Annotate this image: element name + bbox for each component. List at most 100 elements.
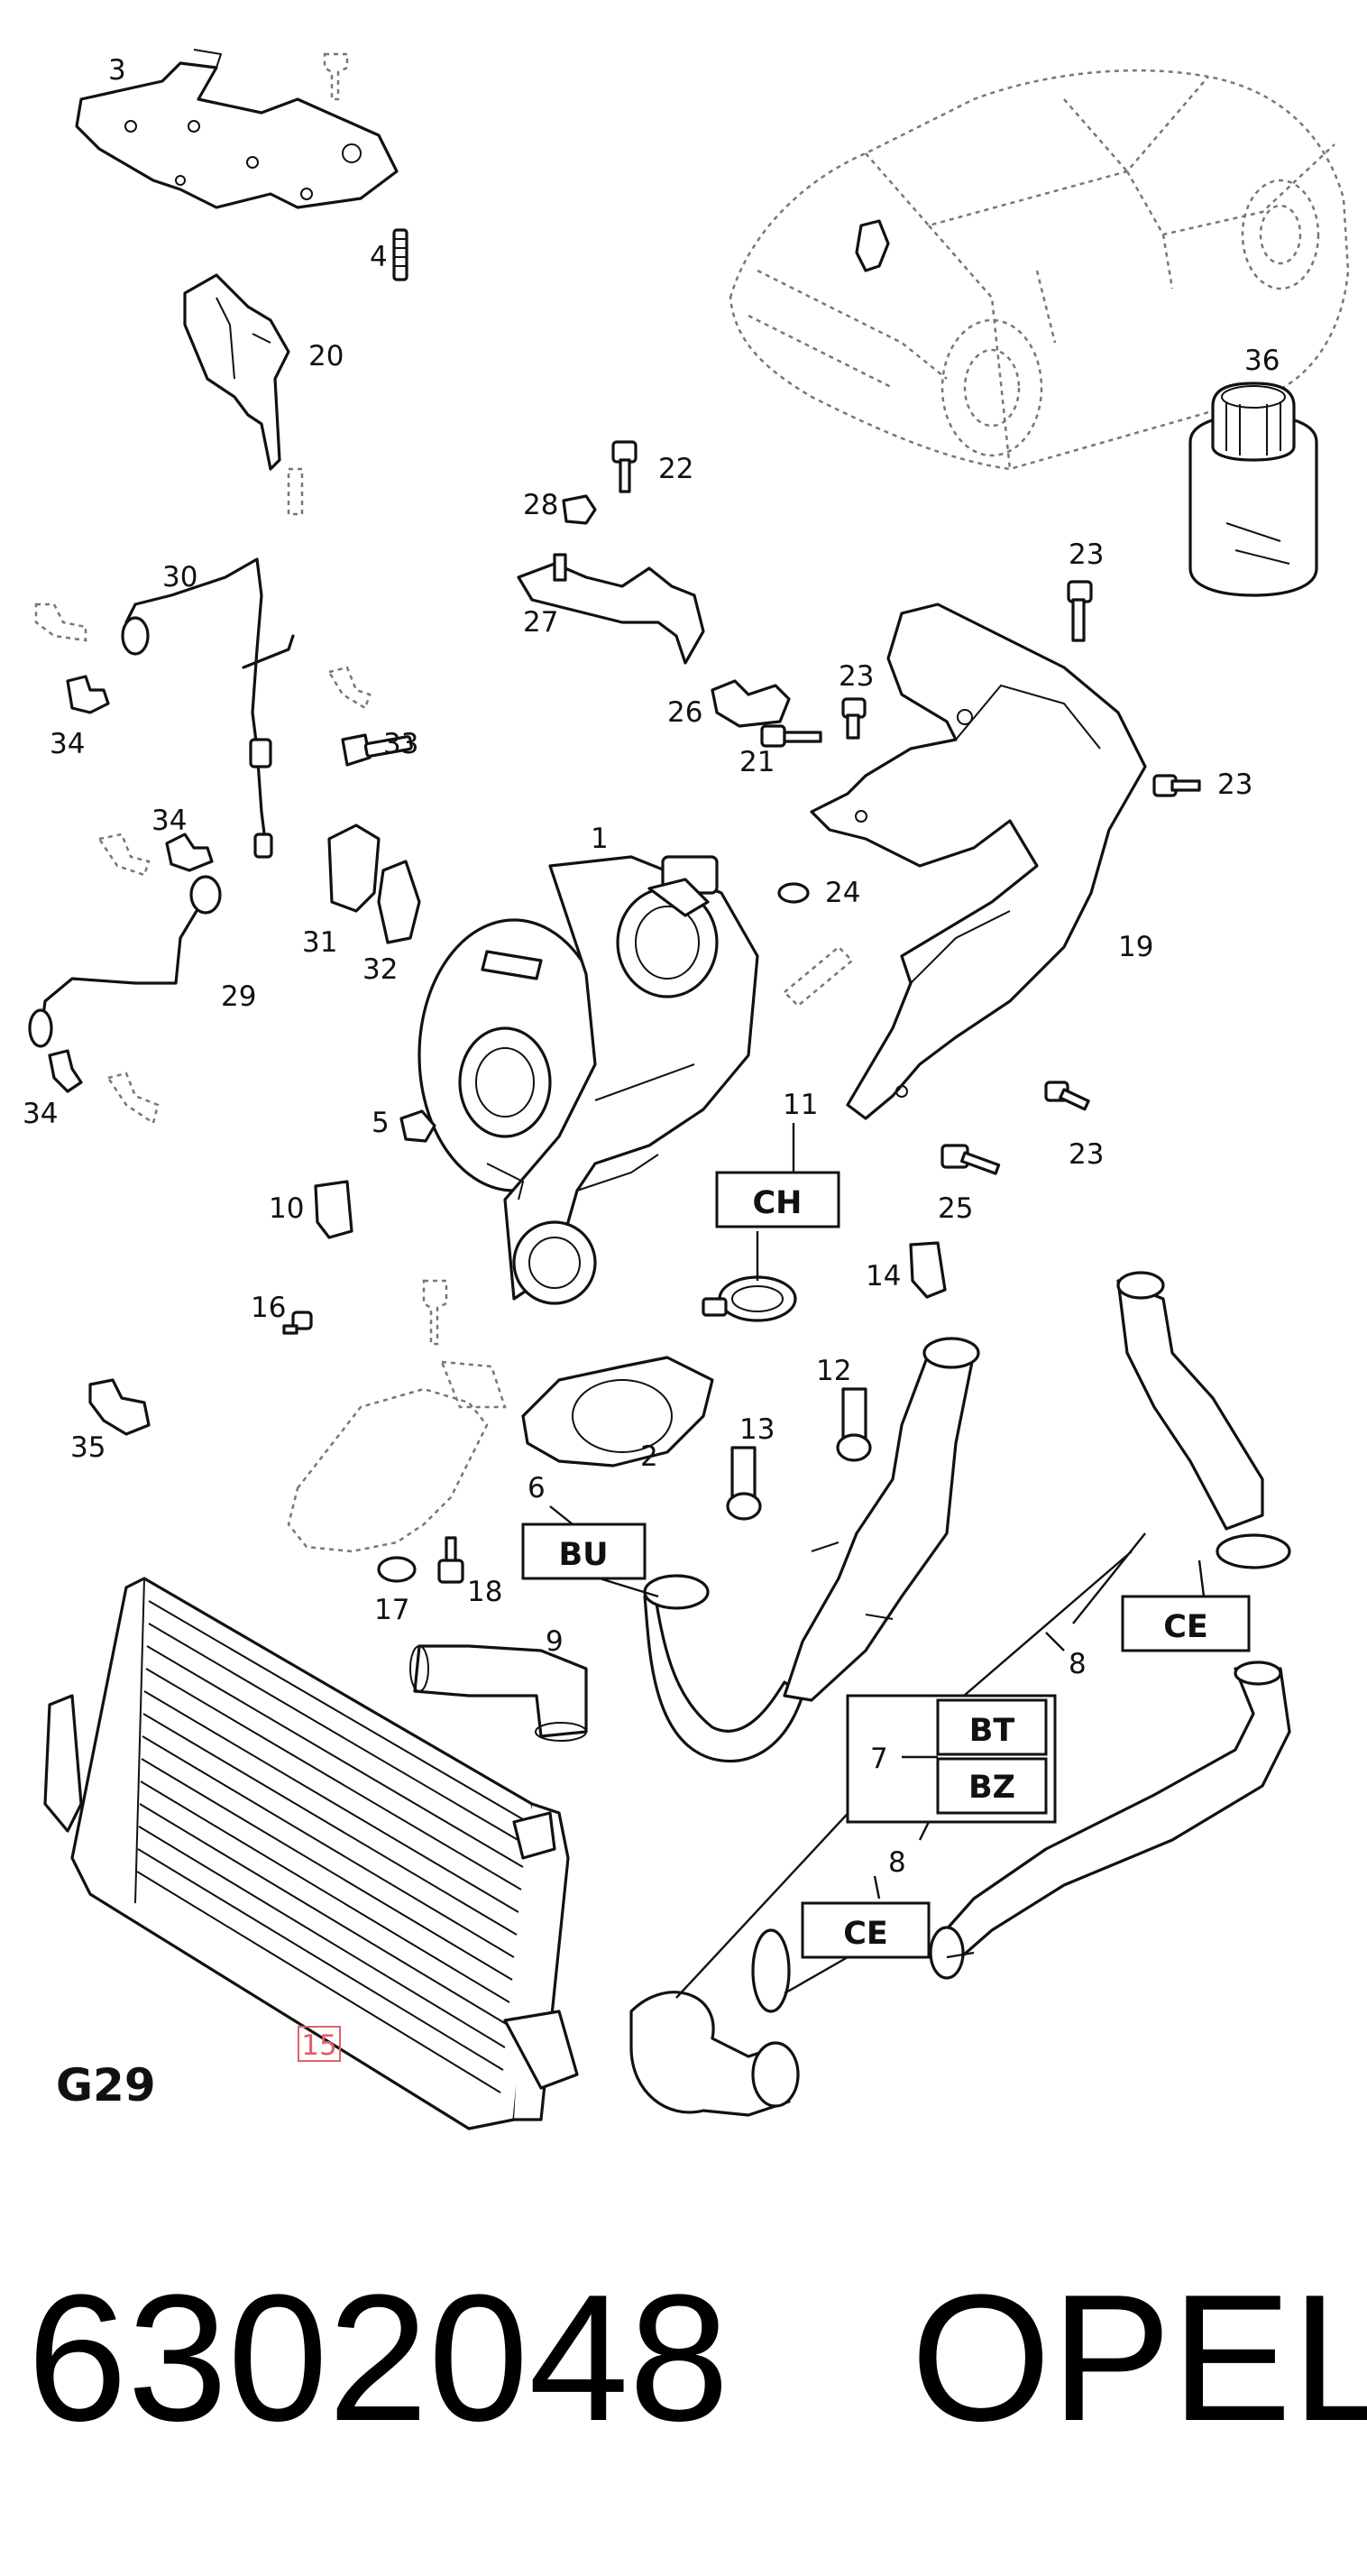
- callout-8b: 8: [888, 1846, 906, 1879]
- callout-6: 6: [528, 1472, 546, 1504]
- part-13-bolt: [726, 1446, 762, 1521]
- callout-19: 19: [1118, 931, 1153, 963]
- callout-21: 21: [739, 746, 775, 778]
- callout-3: 3: [108, 54, 126, 87]
- part-number: 6302048: [27, 2258, 729, 2459]
- callout-30: 30: [162, 561, 197, 593]
- callout-11: 11: [783, 1089, 818, 1121]
- box-ce-top: CE: [1121, 1595, 1251, 1652]
- part-5-nut: [399, 1109, 436, 1143]
- callout-34c: 34: [23, 1098, 58, 1130]
- ghost-banjo-1: [34, 603, 87, 642]
- part-3-bracket: [75, 49, 399, 209]
- callout-20: 20: [308, 340, 344, 373]
- callout-23a: 23: [1069, 538, 1104, 571]
- part-11-clamp: [702, 1275, 797, 1322]
- part-21-bolt: [760, 724, 822, 748]
- callout-34b: 34: [151, 805, 187, 837]
- svg-text:BU: BU: [558, 1537, 608, 1573]
- callout-9: 9: [546, 1625, 564, 1658]
- callout-29: 29: [221, 980, 256, 1013]
- callout-25: 25: [938, 1192, 973, 1225]
- callout-14: 14: [866, 1260, 901, 1293]
- part-14-clip: [909, 1241, 947, 1299]
- part-31-flange: [327, 823, 381, 913]
- callout-23c: 23: [1217, 768, 1252, 801]
- ghost-gasket-strip: [783, 945, 854, 1007]
- part-23-bolt-d: [1044, 1081, 1090, 1111]
- part-26-bracket: [711, 679, 791, 728]
- callout-2: 2: [640, 1440, 658, 1473]
- part-24-washer: [777, 882, 810, 904]
- diagram-code: G29: [56, 2059, 156, 2111]
- box-ch: CH: [715, 1171, 840, 1228]
- callout-8a: 8: [1069, 1648, 1087, 1680]
- callout-36: 36: [1244, 345, 1280, 377]
- callout-34a: 34: [50, 728, 85, 760]
- part-lower-hose: [629, 1928, 800, 2117]
- intercooler-fins: [136, 1600, 528, 2093]
- part-1-turbocharger: [417, 855, 759, 1305]
- part-28-nut: [562, 494, 597, 525]
- part-32-gasket: [377, 860, 421, 944]
- part-29-oil-pipe: [28, 875, 222, 1048]
- part-17-o-ring: [377, 1556, 417, 1583]
- part-19-heat-shield: [810, 603, 1147, 1120]
- callout-10: 10: [269, 1192, 304, 1225]
- callout-33: 33: [383, 728, 418, 760]
- box-group-7: BT BZ: [846, 1694, 1057, 1824]
- part-34-clip-b: [165, 833, 214, 872]
- part-2-gasket: [521, 1356, 714, 1467]
- svg-text:CE: CE: [843, 1916, 888, 1952]
- svg-text:BZ: BZ: [968, 1770, 1015, 1806]
- ghost-bolt-top: [323, 52, 349, 101]
- part-9-hose: [409, 1644, 588, 1742]
- part-22-bolt: [611, 440, 638, 493]
- part-36-container: [1188, 382, 1318, 597]
- callout-17: 17: [374, 1594, 409, 1626]
- part-15-intercooler: [43, 1577, 579, 2130]
- part-23-bolt-c: [1152, 774, 1201, 797]
- ghost-banjo-3: [96, 833, 151, 877]
- ghost-stud: [422, 1279, 448, 1346]
- part-30-oil-pipe: [121, 557, 295, 859]
- ghost-banjo-2: [327, 666, 372, 710]
- callout-26: 26: [667, 696, 702, 729]
- svg-text:BT: BT: [969, 1713, 1015, 1749]
- part-6-hose-bu: [643, 1574, 804, 1763]
- callout-7: 7: [870, 1743, 888, 1775]
- ghost-gasket: [440, 1360, 507, 1409]
- box-bu: BU: [521, 1523, 647, 1580]
- ghost-exhaust-manifold: [287, 1387, 489, 1553]
- callout-5: 5: [372, 1107, 390, 1139]
- part-upper-ce-hose: [1116, 1271, 1291, 1569]
- part-34-clip-a: [66, 675, 110, 714]
- callout-35: 35: [70, 1431, 106, 1464]
- callout-12: 12: [816, 1355, 851, 1387]
- part-ce-clamp-bottom: [751, 1928, 791, 2013]
- part-34-clip-c: [48, 1049, 83, 1093]
- callout-32: 32: [362, 953, 398, 986]
- svg-text:CE: CE: [1163, 1609, 1208, 1645]
- callout-15-highlighted[interactable]: 15: [298, 2026, 341, 2062]
- callout-4: 4: [370, 241, 388, 273]
- callout-16: 16: [251, 1292, 286, 1324]
- part-12-bolt: [836, 1387, 872, 1462]
- part-23-bolt-b: [841, 697, 867, 740]
- part-18-bolt: [437, 1536, 464, 1584]
- callout-23d: 23: [1069, 1138, 1104, 1171]
- callout-18: 18: [467, 1576, 502, 1608]
- part-intake-pipe: [783, 1337, 980, 1702]
- part-25-stud: [940, 1144, 1001, 1175]
- brand-name: OPEL: [911, 2258, 1367, 2459]
- part-10-clip: [314, 1180, 353, 1239]
- part-35-sensor: [88, 1378, 151, 1436]
- part-ce-clamp-top: [1216, 1533, 1291, 1569]
- part-16-screw: [282, 1311, 313, 1335]
- callout-22: 22: [658, 453, 693, 485]
- svg-text:CH: CH: [753, 1185, 803, 1221]
- callout-labels: 1 2 3 4 5 6 7 8 8 9 10 11 12 13 14 16 17…: [23, 54, 1280, 1879]
- callout-28: 28: [523, 489, 558, 521]
- part-20-bracket: [183, 273, 304, 516]
